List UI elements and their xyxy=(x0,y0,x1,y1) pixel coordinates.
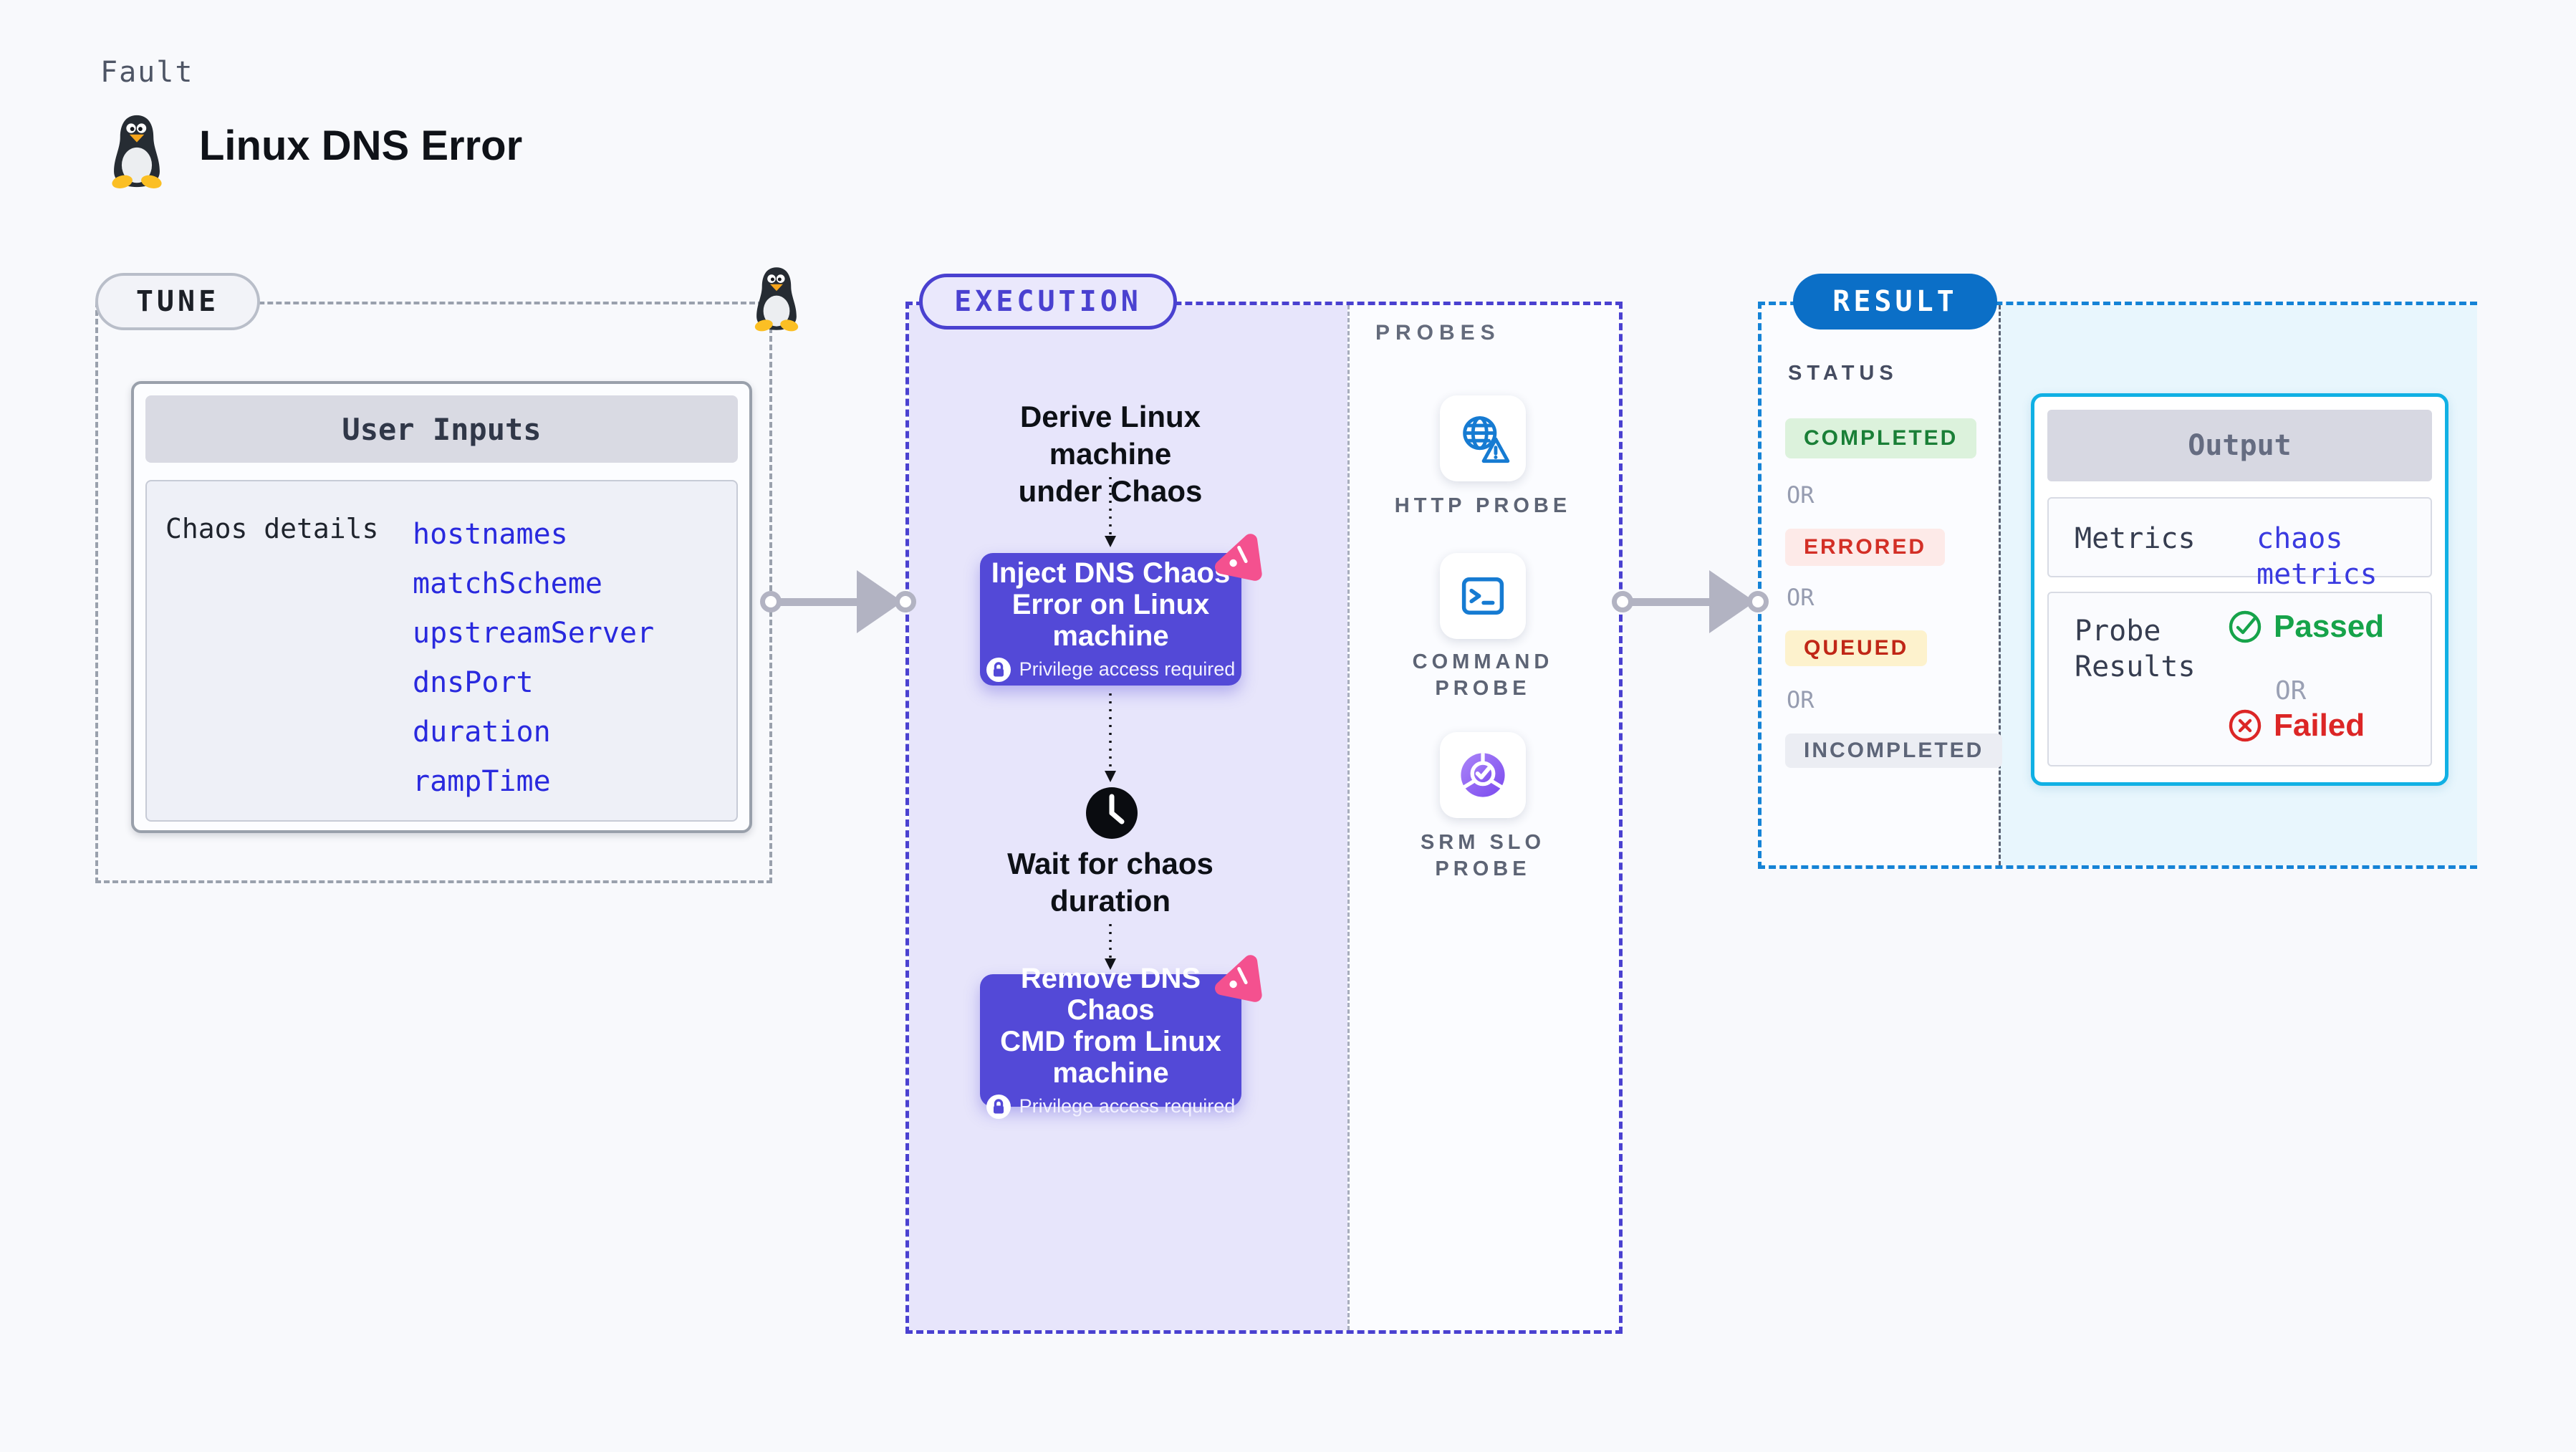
status-badge-errored: ERRORED xyxy=(1785,529,1946,566)
chaos-fault-icon xyxy=(1209,532,1267,589)
status-badge-incompleted: INCOMPLETED xyxy=(1785,734,2003,768)
check-circle-icon xyxy=(2229,610,2262,643)
chaos-details-label: Chaos details xyxy=(165,513,379,544)
http-probe-card xyxy=(1440,395,1526,481)
tune-connector-dot xyxy=(760,591,782,612)
fault-eyebrow-label: Fault xyxy=(100,56,194,89)
tune-to-execution-arrow xyxy=(771,598,857,606)
probe-results-label: Probe Results xyxy=(2075,613,2196,685)
tune-badge: TUNE xyxy=(95,273,260,330)
dotted-arrow-1 xyxy=(1105,477,1116,547)
slo-donut-icon xyxy=(1461,753,1505,797)
derive-step-label: Derive Linux machine under Chaos xyxy=(974,398,1246,510)
param-matchscheme: matchScheme xyxy=(413,567,602,600)
probe-results-row: Probe Results Passed OR Failed xyxy=(2047,592,2432,766)
param-dnsport: dnsPort xyxy=(413,666,534,699)
param-list: hostnames matchScheme upstreamServer dns… xyxy=(413,510,654,807)
command-probe-label-line-1: COMMAND xyxy=(1412,650,1554,673)
inject-line-3: machine xyxy=(1052,620,1169,652)
probes-title: PROBES xyxy=(1375,321,1501,345)
metrics-label: Metrics xyxy=(2075,522,2196,555)
remove-line-3: machine xyxy=(1052,1057,1169,1089)
dotted-arrow-2 xyxy=(1105,693,1116,782)
metrics-value: chaos metrics xyxy=(2257,522,2378,591)
terminal-icon xyxy=(1461,577,1504,615)
tux-penguin-corner-icon xyxy=(754,267,799,332)
status-badge-completed: COMPLETED xyxy=(1785,418,1977,458)
result-connector-dot xyxy=(1747,591,1769,612)
http-probe-label-line: HTTP PROBE xyxy=(1394,494,1572,517)
probes-connector-dot xyxy=(1612,591,1633,612)
or-label: OR xyxy=(1787,584,1815,611)
or-label: OR xyxy=(1787,481,1815,509)
wait-step-label: Wait for chaos duration xyxy=(974,845,1246,920)
status-title: STATUS xyxy=(1788,362,1898,385)
derive-line-1: Derive Linux machine xyxy=(1019,400,1201,471)
result-status-divider xyxy=(1999,305,2001,865)
inject-line-1: Inject DNS Chaos xyxy=(991,557,1231,589)
user-inputs-title: User Inputs xyxy=(145,395,738,463)
wait-line-2: duration xyxy=(1050,884,1171,918)
param-duration: duration xyxy=(413,716,551,749)
failed-label: Failed xyxy=(2274,708,2365,743)
remove-line-2: CMD from Linux xyxy=(1000,1025,1221,1057)
command-probe-label: COMMAND PROBE xyxy=(1383,649,1583,702)
execution-to-result-arrow xyxy=(1623,598,1709,606)
chaos-details-table: Chaos details hostnames matchScheme upst… xyxy=(145,480,738,822)
globe-alert-icon xyxy=(1463,416,1510,463)
command-probe-card xyxy=(1440,553,1526,639)
srm-slo-probe-card xyxy=(1440,732,1526,818)
probe-results-label-line-2: Results xyxy=(2075,650,2196,683)
srm-probe-label-line-1: SRM SLO xyxy=(1420,831,1546,854)
lock-icon xyxy=(986,1094,1011,1119)
result-badge: RESULT xyxy=(1793,274,1997,330)
probe-results-label-line-1: Probe xyxy=(2075,615,2161,648)
execution-badge: EXECUTION xyxy=(919,274,1177,330)
command-probe-label-line-2: PROBE xyxy=(1435,677,1531,700)
inject-line-2: Error on Linux xyxy=(1011,588,1210,620)
or-label: OR xyxy=(1787,686,1815,713)
param-hostnames: hostnames xyxy=(413,518,568,551)
lock-icon xyxy=(986,657,1011,682)
inject-chaos-step-card: Inject DNS Chaos Error on Linux machine … xyxy=(980,553,1241,686)
output-title: Output xyxy=(2047,410,2432,481)
param-upstreamserver: upstreamServer xyxy=(413,617,655,650)
dotted-arrow-3 xyxy=(1105,924,1116,970)
passed-indicator: Passed xyxy=(2228,609,2384,645)
user-inputs-card: User Inputs Chaos details hostnames matc… xyxy=(131,381,752,833)
clock-icon xyxy=(1086,787,1138,839)
srm-slo-probe-label: SRM SLO PROBE xyxy=(1383,830,1583,883)
metrics-row: Metrics chaos metrics xyxy=(2047,497,2432,591)
privilege-note: Privilege access required xyxy=(1019,658,1236,680)
execution-probes-divider xyxy=(1347,305,1350,1330)
output-or-label: OR xyxy=(2275,676,2307,706)
http-probe-label: HTTP PROBE xyxy=(1383,493,1583,519)
execution-connector-dot xyxy=(895,591,916,612)
failed-indicator: Failed xyxy=(2228,708,2365,744)
tux-penguin-icon xyxy=(110,115,163,189)
status-badge-queued: QUEUED xyxy=(1785,630,1928,666)
remove-line-1: Remove DNS Chaos xyxy=(1020,962,1201,1026)
page-title: Linux DNS Error xyxy=(199,122,523,169)
passed-label: Passed xyxy=(2274,609,2385,644)
chaos-fault-icon xyxy=(1209,953,1267,1010)
privilege-note: Privilege access required xyxy=(1019,1095,1236,1117)
param-ramptime: rampTime xyxy=(413,765,551,798)
remove-chaos-step-card: Remove DNS Chaos CMD from Linux machine … xyxy=(980,963,1241,1119)
output-card: Output Metrics chaos metrics Probe Resul… xyxy=(2031,393,2448,786)
srm-probe-label-line-2: PROBE xyxy=(1435,857,1531,880)
wait-line-1: Wait for chaos xyxy=(1007,847,1213,880)
x-circle-icon xyxy=(2229,709,2262,742)
